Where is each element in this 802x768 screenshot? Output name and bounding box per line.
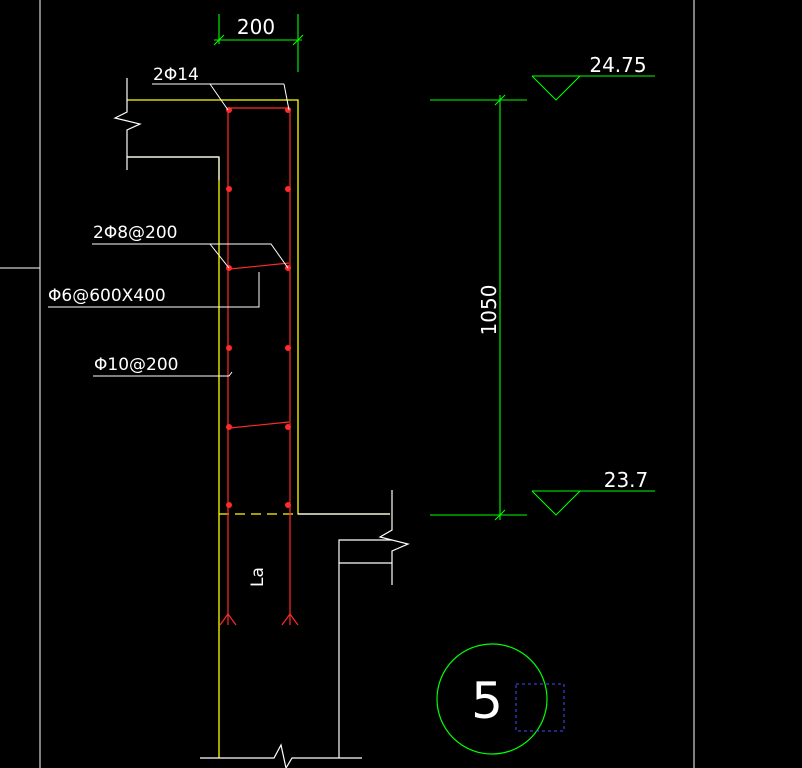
width-dim-tick-left bbox=[213, 34, 225, 46]
top-bars-leader bbox=[152, 83, 229, 111]
frame-lines bbox=[0, 0, 695, 768]
beam-haunch-line bbox=[338, 539, 392, 563]
vertical-bars-label: Φ10@200 bbox=[94, 355, 178, 375]
anchorage-label: La bbox=[248, 567, 268, 587]
vertical-bars-leader bbox=[93, 371, 233, 377]
concrete-outline bbox=[127, 99, 390, 758]
lower-beam-outline bbox=[338, 562, 392, 758]
tie-bars-leader bbox=[48, 272, 260, 308]
reinforcement bbox=[219, 107, 299, 626]
bottom-level-triangle bbox=[531, 490, 582, 516]
right-break-line bbox=[378, 490, 410, 585]
top-level-value: 24.75 bbox=[589, 53, 646, 77]
annotation-leaders bbox=[48, 83, 290, 377]
distribution-bars-leader-left bbox=[209, 243, 230, 269]
top-level-triangle bbox=[531, 75, 582, 101]
rebar-dot bbox=[285, 502, 291, 508]
tie-bars-label: Φ6@600X400 bbox=[48, 286, 166, 306]
break-lines bbox=[113, 78, 410, 768]
upper-slab-bottom-line bbox=[127, 156, 220, 180]
height-dim-value: 1050 bbox=[477, 285, 501, 336]
distribution-bars-leader bbox=[92, 243, 289, 269]
top-bars-leader-right bbox=[283, 83, 290, 111]
rebar-dot bbox=[285, 345, 291, 351]
selection-grip-box[interactable] bbox=[515, 683, 565, 732]
bottom-level-value: 23.7 bbox=[604, 468, 649, 492]
bottom-level-marker bbox=[531, 490, 655, 516]
rebar-left-hook bbox=[219, 612, 237, 626]
detail-number: 5 bbox=[471, 672, 503, 730]
rebar-dot bbox=[285, 107, 291, 113]
rebar-dot bbox=[226, 345, 232, 351]
rebar-dot bbox=[226, 424, 232, 430]
bottom-break-line bbox=[200, 743, 362, 768]
top-bars-label: 2Φ14 bbox=[153, 65, 199, 85]
rebar-dots bbox=[226, 107, 291, 508]
rebar-dot bbox=[226, 186, 232, 192]
height-dim-tick-bottom bbox=[494, 509, 506, 521]
tie-bar-lower bbox=[229, 421, 290, 429]
distribution-bars-label: 2Φ8@200 bbox=[93, 223, 177, 243]
height-dimension bbox=[430, 94, 527, 521]
rebar-dot bbox=[285, 424, 291, 430]
top-level-marker bbox=[531, 75, 655, 101]
height-dim-tick-top bbox=[494, 94, 506, 106]
width-dimension bbox=[213, 14, 304, 72]
rebar-dot bbox=[285, 186, 291, 192]
tie-bar-upper bbox=[229, 262, 290, 270]
detail-marker-circle bbox=[436, 643, 548, 755]
width-dim-value: 200 bbox=[237, 15, 275, 39]
width-dim-tick-right bbox=[292, 34, 304, 46]
upper-left-break-line bbox=[113, 78, 142, 170]
rebar-dot bbox=[226, 502, 232, 508]
rebar-right-hook bbox=[281, 612, 299, 626]
